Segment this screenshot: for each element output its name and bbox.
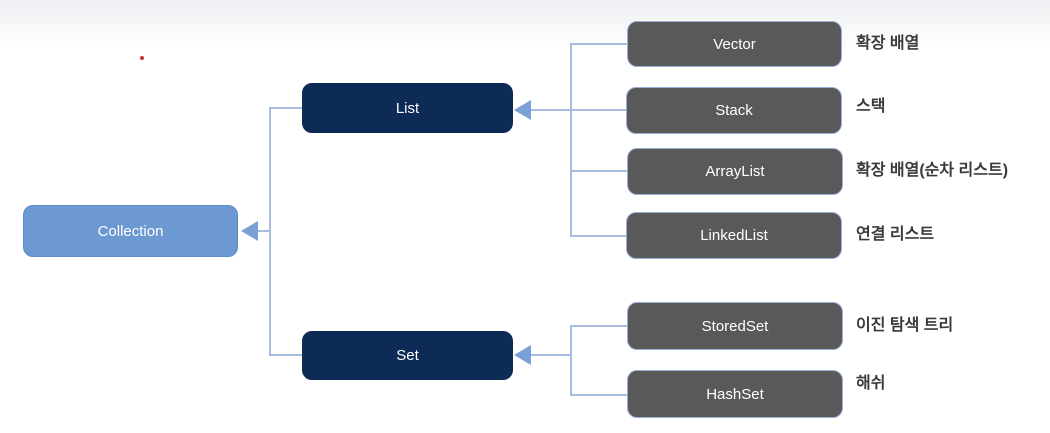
hashset-node: HashSet: [627, 370, 843, 418]
collection-bracket-to-set-line: [271, 354, 302, 356]
collection-bracket-to-list-line: [271, 107, 302, 109]
set-node: Set: [302, 331, 513, 380]
set-bracket-to-hashset-line: [572, 394, 627, 396]
linkedlist-node: LinkedList: [626, 212, 842, 259]
vector-note: 확장 배열: [856, 35, 920, 52]
hashset-note: 해쉬: [856, 375, 886, 392]
list-bracket-to-arraylist-line: [572, 170, 627, 172]
list-bracket-to-vector-line: [572, 43, 627, 45]
arrowhead-to-set-icon: [514, 345, 531, 365]
arrow-line-to-collection: [255, 230, 271, 232]
storedset-node: StoredSet: [627, 302, 843, 350]
arrow-line-to-set: [531, 354, 570, 356]
set-bracket-to-storedset-line: [572, 325, 627, 327]
stack-node: Stack: [626, 87, 842, 134]
arrow-line-to-list: [531, 109, 570, 111]
list-bracket-vertical-line: [570, 43, 572, 237]
linkedlist-note: 연결 리스트: [856, 226, 935, 243]
arraylist-node: ArrayList: [627, 148, 843, 195]
arraylist-note: 확장 배열(순차 리스트): [856, 162, 1009, 179]
storedset-note: 이진 탐색 트리: [856, 317, 954, 334]
arrowhead-to-collection-icon: [241, 221, 258, 241]
stray-red-dot: [140, 56, 144, 60]
collection-node: Collection: [23, 205, 238, 257]
stack-note: 스택: [856, 98, 886, 115]
arrowhead-to-list-icon: [514, 100, 531, 120]
list-bracket-to-stack-line: [572, 109, 626, 111]
list-bracket-to-linkedlist-line: [572, 235, 626, 237]
list-node: List: [302, 83, 513, 133]
vector-node: Vector: [627, 21, 842, 67]
set-bracket-vertical-line: [570, 325, 572, 396]
